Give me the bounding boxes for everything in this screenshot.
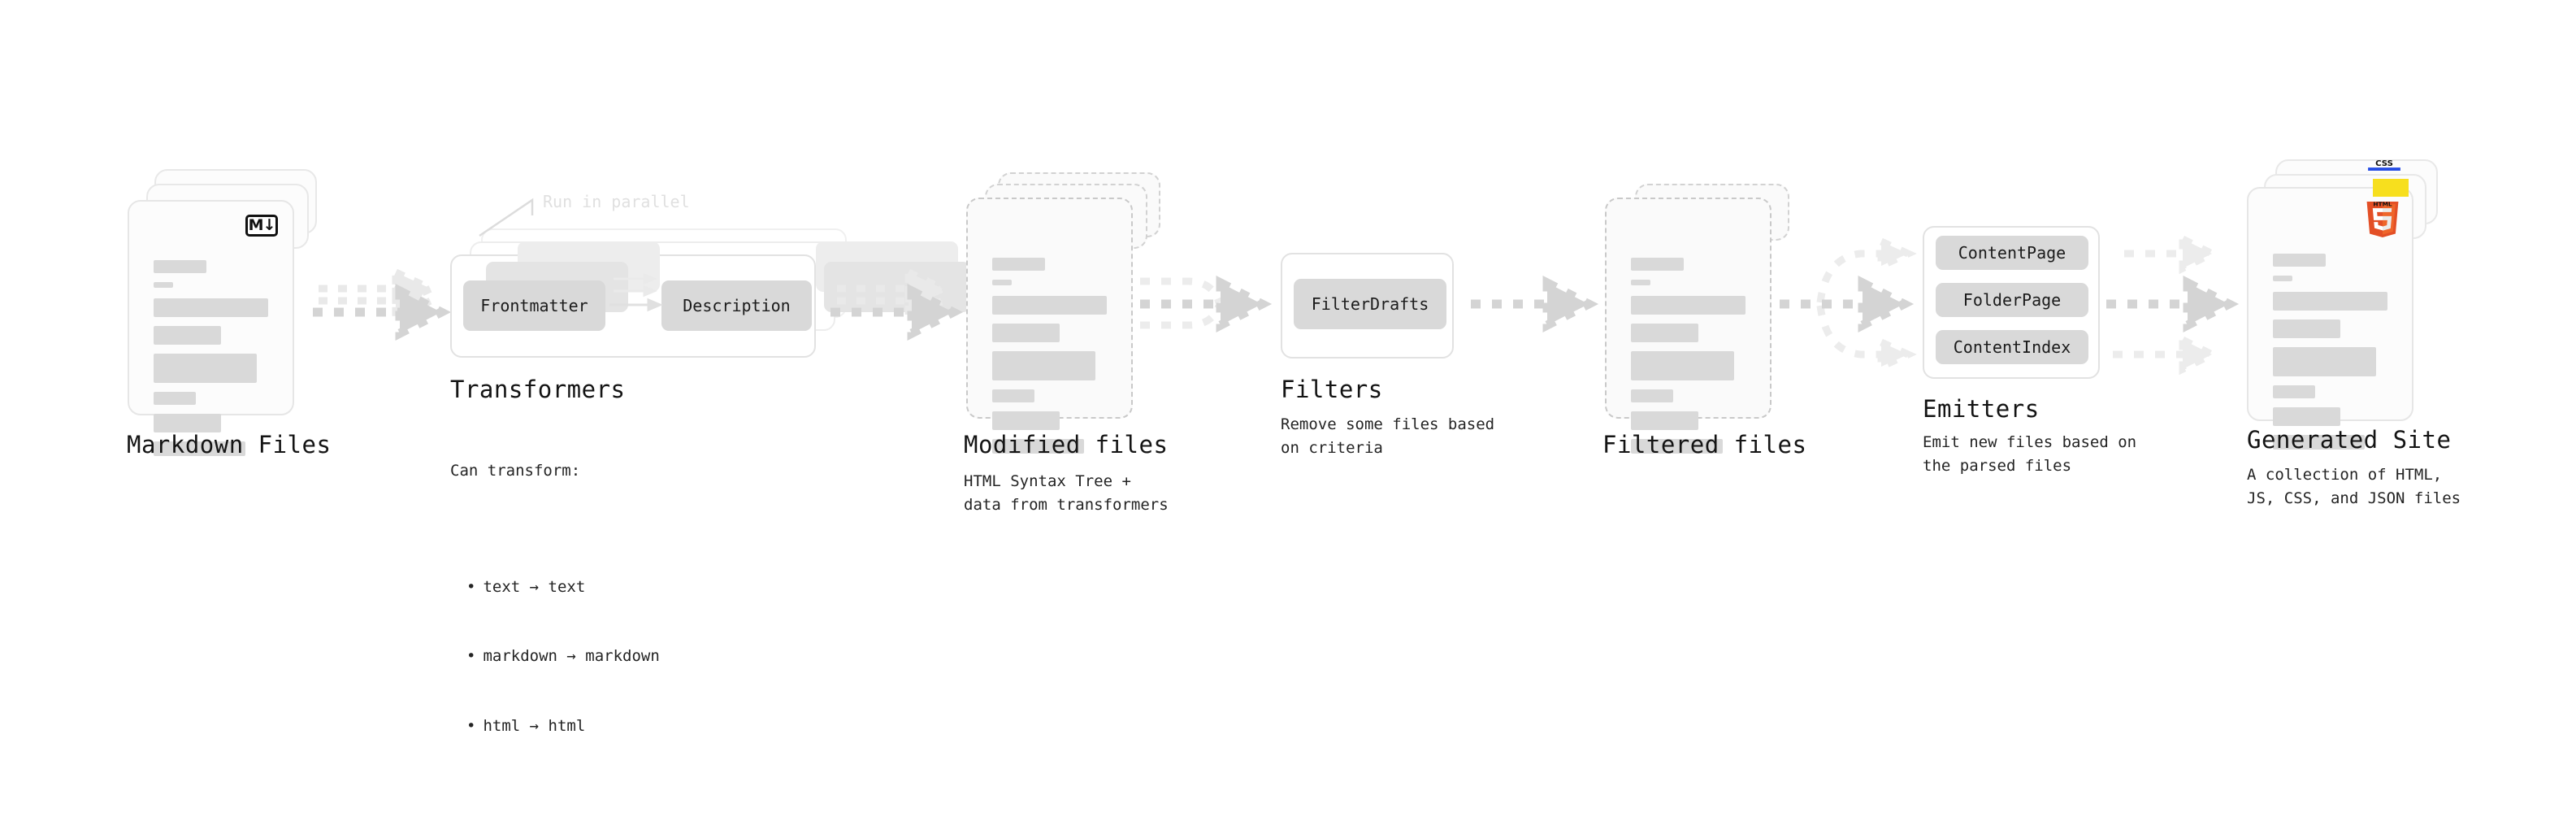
filtered-card-lines [1631, 258, 1746, 463]
annotation-run-in-parallel: Run in parallel [543, 192, 690, 211]
connector-emitters-to-site [2106, 232, 2240, 376]
stage-desc-modified-files: HTML Syntax Tree + data from transformer… [964, 472, 1169, 514]
chip-frontmatter[interactable]: Frontmatter [463, 280, 605, 331]
markdown-icon: M↓ [245, 215, 278, 237]
content-bar [2273, 385, 2316, 398]
content-bar [2273, 254, 2326, 267]
list-item: text → text [466, 576, 660, 599]
content-bar [154, 441, 245, 456]
stage-title-transformers: Transformers [450, 376, 626, 403]
content-bar [154, 282, 173, 288]
connector-markdown-to-transformers [313, 266, 452, 341]
transform-intro: Can transform: [450, 462, 581, 480]
content-bar [154, 326, 222, 345]
content-bar [992, 389, 1035, 402]
content-bar [154, 392, 197, 405]
content-bar [154, 354, 257, 383]
transformer-internal-arrows [479, 198, 663, 312]
connector-filters-to-filtered [1471, 276, 1599, 332]
content-bar [2273, 292, 2387, 311]
stage-title-filtered-files: Filtered files [1602, 431, 1807, 458]
list-item: html → html [466, 715, 660, 738]
stage-title-markdown-files: Markdown Files [127, 431, 332, 458]
chip-folderpage[interactable]: FolderPage [1936, 283, 2088, 317]
chip-filterdrafts[interactable]: FilterDrafts [1294, 279, 1446, 329]
content-bar [992, 351, 1095, 380]
stage-title-filters: Filters [1281, 376, 1383, 403]
stage-desc-filters: Remove some files based on criteria [1281, 415, 1495, 457]
content-bar [1631, 258, 1684, 271]
svg-text:CSS: CSS [2375, 159, 2393, 168]
content-bar [2273, 276, 2292, 281]
pipeline-diagram: M↓ Markdown Files [0, 0, 2576, 681]
chip-contentpage[interactable]: ContentPage [1936, 236, 2088, 270]
content-bar [1631, 389, 1674, 402]
stage-title-modified-files: Modified files [964, 431, 1169, 458]
content-bar [1631, 439, 1723, 454]
html5-wordmark: HTML [2373, 201, 2392, 208]
content-bar [2273, 435, 2365, 450]
connector-modified-to-filters [1140, 276, 1273, 332]
stage-title-emitters: Emitters [1923, 395, 2040, 423]
content-bar [992, 324, 1060, 342]
html5-icon: HTML [2366, 201, 2399, 237]
markdown-card: M↓ [128, 200, 294, 456]
content-bar [1631, 296, 1746, 315]
css-icon: CSS [2368, 159, 2400, 171]
stage-desc-generated-site: A collection of HTML, JS, CSS, and JSON … [2247, 466, 2461, 507]
modified-card-lines [992, 258, 1107, 463]
site-card-lines [2273, 254, 2387, 458]
content-bar [154, 414, 222, 432]
content-bar [2273, 407, 2341, 426]
content-bar [992, 258, 1045, 271]
content-bar [2273, 347, 2376, 376]
list-item: markdown → markdown [466, 645, 659, 668]
content-bar [154, 298, 268, 317]
content-bar [1631, 280, 1650, 285]
stage-title-generated-site: Generated Site [2247, 426, 2452, 454]
connector-filtered-to-emitters [1780, 236, 1917, 372]
chip-description[interactable]: Description [661, 280, 812, 331]
connector-transformers-to-modified [830, 278, 964, 341]
content-bar [1631, 351, 1734, 380]
content-bar [992, 439, 1084, 454]
content-bar [1631, 324, 1699, 342]
site-card: HTML [2247, 187, 2413, 450]
chip-contentindex[interactable]: ContentIndex [1936, 330, 2088, 364]
stage-desc-emitters: Emit new files based on the parsed files [1923, 433, 2137, 475]
content-bar [154, 260, 206, 273]
markdown-card-lines [154, 260, 268, 465]
filtered-card [1605, 198, 1772, 454]
content-bar [992, 280, 1012, 285]
js-icon [2373, 179, 2409, 197]
content-bar [992, 296, 1107, 315]
content-bar [992, 411, 1060, 430]
content-bar [2273, 319, 2341, 338]
modified-card [966, 198, 1133, 454]
content-bar [1631, 411, 1699, 430]
